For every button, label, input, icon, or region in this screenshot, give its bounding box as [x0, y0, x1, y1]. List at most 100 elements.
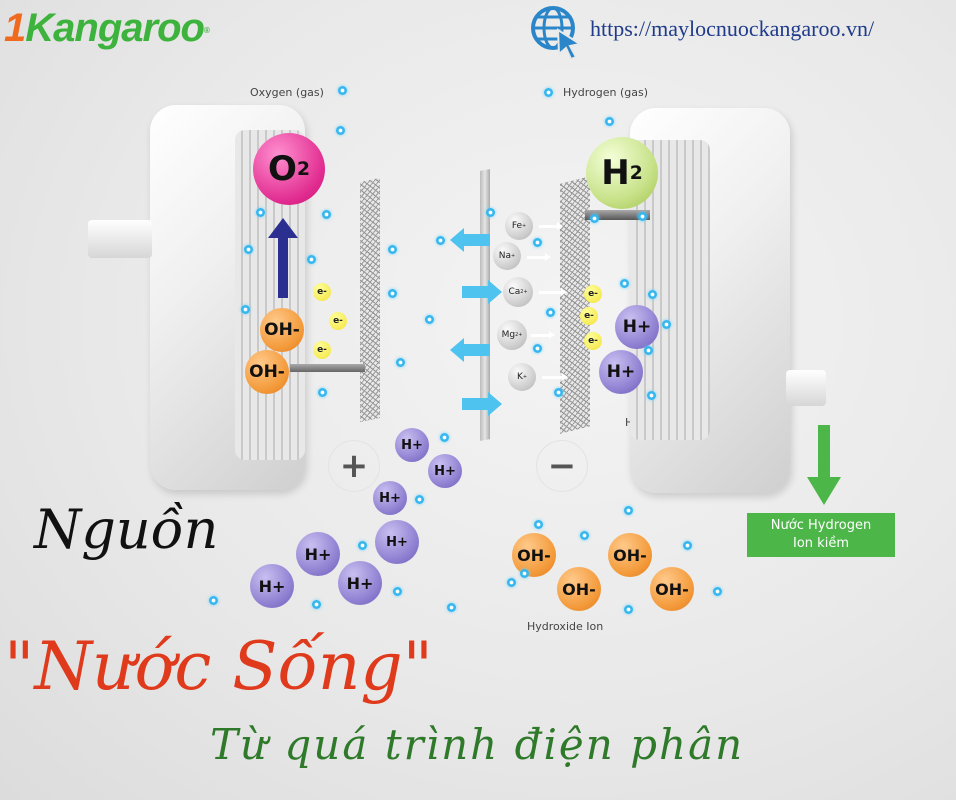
- water-bubble: [534, 520, 543, 529]
- water-bubble: [638, 212, 647, 221]
- mineral-flow-arrow: [527, 253, 551, 261]
- water-bubble: [388, 245, 397, 254]
- water-bubble: [520, 569, 529, 578]
- hydrogen-ion: H+: [250, 564, 294, 608]
- water-bubble: [644, 346, 653, 355]
- negative-electrode-sign: −: [536, 440, 588, 492]
- hydrogen-ion: H+: [395, 428, 429, 462]
- water-bubble: [544, 88, 553, 97]
- water-bubble: [312, 600, 321, 609]
- water-bubble: [322, 210, 331, 219]
- anode-hydroxide-ion: OH-: [260, 308, 304, 352]
- hydroxide-ion: OH-: [650, 567, 694, 611]
- hydroxide-ion: OH-: [557, 567, 601, 611]
- anode-inlet-pipe: [88, 220, 152, 258]
- mineral-flow-arrow: [539, 288, 567, 296]
- hydroxide-ion-label: Hydroxide Ion: [527, 620, 604, 633]
- water-bubble: [624, 605, 633, 614]
- water-bubble: [662, 320, 671, 329]
- cathode-hydrogen-ion: H+: [615, 305, 659, 349]
- hydrogen-ion: H+: [338, 561, 382, 605]
- water-bubble: [533, 344, 542, 353]
- globe-cursor-icon: [531, 6, 583, 60]
- oxygen-gas-label: Oxygen (gas): [250, 86, 324, 99]
- hydrogen-ion: H+: [296, 532, 340, 576]
- water-bubble: [336, 126, 345, 135]
- hydrogen-ion: H+: [373, 481, 407, 515]
- mineral-ion-fe: Fe+: [505, 212, 533, 240]
- electron: e-: [584, 285, 602, 303]
- water-bubble: [436, 236, 445, 245]
- mineral-flow-arrow: [531, 331, 555, 339]
- water-bubble: [554, 388, 563, 397]
- water-bubble: [648, 290, 657, 299]
- water-bubble: [620, 279, 629, 288]
- water-bubble: [713, 587, 722, 596]
- water-bubble: [209, 596, 218, 605]
- water-bubble: [580, 531, 589, 540]
- logo-text: Kangaroo: [25, 6, 205, 50]
- mineral-flow-arrow: [539, 222, 563, 230]
- anode-hydroxide-ion: OH-: [245, 350, 289, 394]
- hydroxide-ion: OH-: [608, 533, 652, 577]
- mineral-flow-arrow: [542, 373, 568, 381]
- hydroxide-ion: OH-: [512, 533, 556, 577]
- cathode-rod: [585, 210, 650, 220]
- water-bubble: [307, 255, 316, 264]
- mineral-ion-k: K+: [508, 363, 536, 391]
- left-flow-arrow-icon: [450, 338, 490, 362]
- left-flow-arrow-icon: [450, 228, 490, 252]
- water-bubble: [415, 495, 424, 504]
- positive-electrode-sign: +: [328, 440, 380, 492]
- water-bubble: [647, 391, 656, 400]
- up-arrow-icon: [268, 218, 298, 298]
- water-bubble: [447, 603, 456, 612]
- water-bubble: [425, 315, 434, 324]
- website-url[interactable]: https://maylocnuockangaroo.vn/: [590, 16, 875, 41]
- water-bubble: [396, 358, 405, 367]
- water-bubble: [393, 587, 402, 596]
- water-bubble: [486, 208, 495, 217]
- hydrogen-ion: H+: [428, 454, 462, 488]
- electron: e-: [329, 312, 347, 330]
- water-bubble: [533, 238, 542, 247]
- electron: e-: [580, 307, 598, 325]
- water-bubble: [244, 245, 253, 254]
- slogan-line-2: "Nước Sống": [4, 628, 434, 705]
- water-bubble: [256, 208, 265, 217]
- electron: e-: [313, 283, 331, 301]
- water-bubble: [683, 541, 692, 550]
- cathode-outlet-pipe: [786, 370, 826, 406]
- water-bubble: [546, 308, 555, 317]
- water-bubble: [440, 433, 449, 442]
- slogan-line-3: Từ quá trình điện phân: [210, 720, 745, 769]
- anode-rod: [290, 364, 365, 372]
- right-flow-arrow-icon: [462, 280, 502, 304]
- water-bubble: [318, 388, 327, 397]
- hydrogen-gas-label: Hydrogen (gas): [563, 86, 649, 99]
- kangaroo-logo: 1Kangaroo®: [4, 6, 210, 51]
- electron: e-: [313, 341, 331, 359]
- water-bubble: [507, 578, 516, 587]
- water-bubble: [605, 117, 614, 126]
- water-bubble: [338, 86, 347, 95]
- slogan-line-1: Nguồn: [34, 498, 219, 561]
- alkaline-hydrogen-water-label: Nước Hydrogen Ion kiềm: [747, 513, 895, 557]
- registered-mark: ®: [203, 25, 210, 35]
- water-bubble: [624, 506, 633, 515]
- electron: e-: [584, 332, 602, 350]
- hydrogen-ion: H+: [375, 520, 419, 564]
- water-bubble: [590, 214, 599, 223]
- mineral-ion-na: Na+: [493, 242, 521, 270]
- down-output-arrow-icon: [807, 425, 841, 505]
- water-bubble: [388, 289, 397, 298]
- anode-mesh-electrode: [360, 177, 380, 423]
- water-bubble: [241, 305, 250, 314]
- right-flow-arrow-icon: [462, 392, 502, 416]
- cathode-hydrogen-ion: H+: [599, 350, 643, 394]
- logo-prefix: 1: [4, 6, 26, 50]
